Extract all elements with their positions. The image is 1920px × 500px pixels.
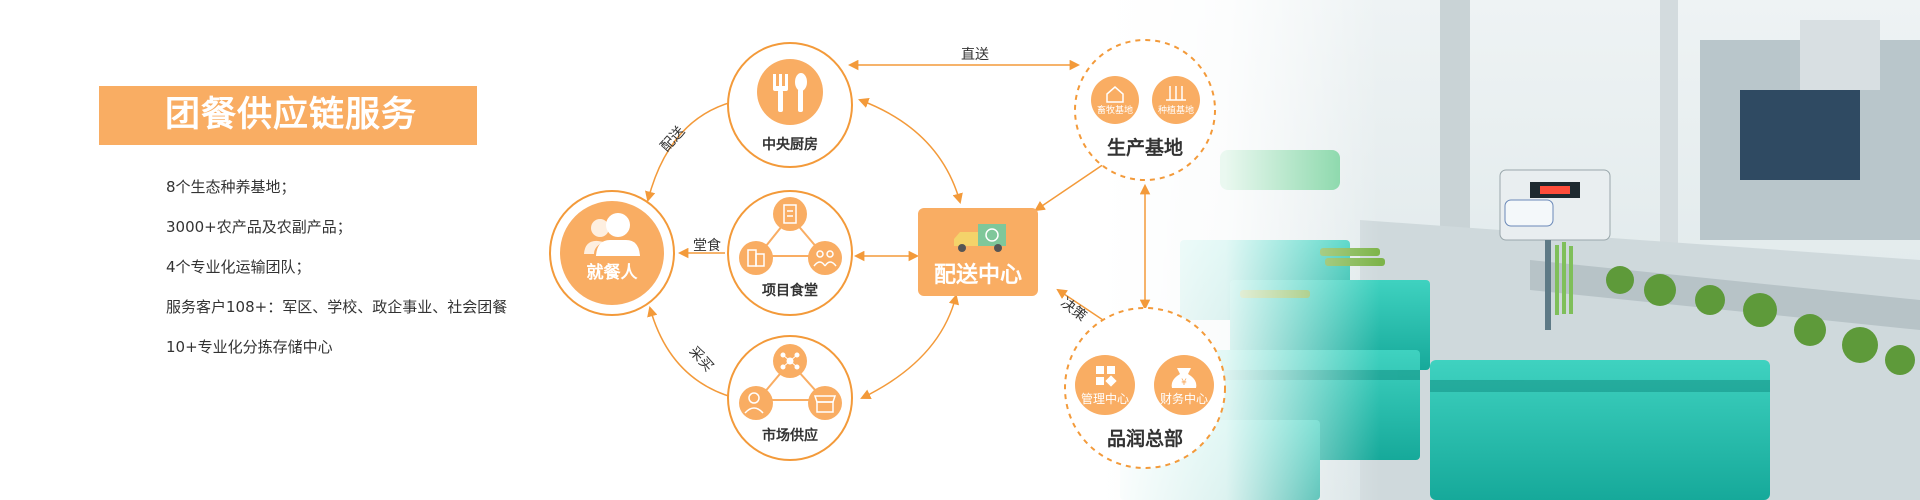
- team-icon: [813, 250, 837, 267]
- network-icon: [780, 352, 800, 370]
- produce-packing-photo: [1100, 0, 1920, 500]
- storefront-icon: [813, 395, 837, 413]
- node-label-central-kitchen: 中央厨房: [762, 136, 818, 153]
- edge-label-delivery: 配送: [658, 124, 689, 156]
- list-item: 8个生态种养基地；: [166, 178, 296, 196]
- fork-spoon-icon: [773, 73, 807, 112]
- feature-list: 8个生态种养基地； 3000+农产品及农副产品； 4个专业化运输团队； 服务客户…: [166, 174, 507, 374]
- node-label-finance-center: 财务中心: [1160, 391, 1208, 406]
- user-settings-icon: [744, 392, 764, 414]
- money-bag-icon: ¥: [1171, 368, 1197, 388]
- svg-text:¥: ¥: [1181, 378, 1187, 388]
- node-distribution-center: 配送中心: [918, 208, 1038, 296]
- office-building-icon: [747, 249, 765, 267]
- node-label-livestock-base: 畜牧基地: [1097, 104, 1133, 116]
- node-label-planting-base: 种植基地: [1158, 104, 1194, 116]
- edge-label-direct: 直送: [961, 46, 989, 63]
- edge-label-dine-in: 堂食: [693, 237, 721, 254]
- node-label-management-center: 管理中心: [1081, 391, 1129, 406]
- list-item: 4个专业化运输团队；: [166, 258, 311, 276]
- barn-icon: [1106, 86, 1124, 103]
- edge-kitchen-center: [858, 98, 963, 205]
- node-label-market-supply: 市场供应: [762, 427, 818, 444]
- list-item: 服务客户108+：军区、学校、政企事业、社会团餐: [166, 298, 508, 316]
- node-central-kitchen: 中央厨房: [727, 42, 853, 168]
- people-icon: [584, 213, 640, 256]
- node-label-distribution-center: 配送中心: [934, 262, 1022, 288]
- edge-label-purchase: 采买: [686, 344, 717, 376]
- list-item: 10+专业化分拣存储中心: [166, 338, 333, 356]
- node-project-canteen: 项目食堂: [727, 190, 853, 316]
- edge-delivery: [645, 99, 741, 203]
- edge-market-center: [860, 293, 960, 400]
- node-production-base: 畜牧基地 种植基地 生产基地: [1074, 39, 1216, 181]
- building-icon: [783, 204, 797, 224]
- packing-line-illustration: [1100, 0, 1920, 500]
- crops-icon: [1166, 86, 1186, 101]
- edge-base-center: [1034, 163, 1105, 212]
- node-diner: 就餐人: [549, 190, 675, 316]
- title-banner: 团餐供应链服务: [99, 86, 477, 145]
- node-label-diner: 就餐人: [587, 262, 639, 283]
- delivery-truck-icon: [954, 224, 1006, 252]
- edge-purchase: [647, 305, 736, 399]
- node-headquarters: ¥ 管理中心 财务中心 品润总部: [1064, 307, 1226, 469]
- list-item: 3000+农产品及农副产品；: [166, 218, 352, 236]
- node-market-supply: 市场供应: [727, 335, 853, 461]
- node-label-project-canteen: 项目食堂: [762, 282, 818, 299]
- edge-label-decision: 决策: [1058, 294, 1091, 325]
- grid-icon: [1096, 366, 1117, 387]
- page-title: 团餐供应链服务: [165, 95, 418, 135]
- node-label-production-base: 生产基地: [1107, 136, 1183, 159]
- node-label-headquarters: 品润总部: [1107, 427, 1183, 450]
